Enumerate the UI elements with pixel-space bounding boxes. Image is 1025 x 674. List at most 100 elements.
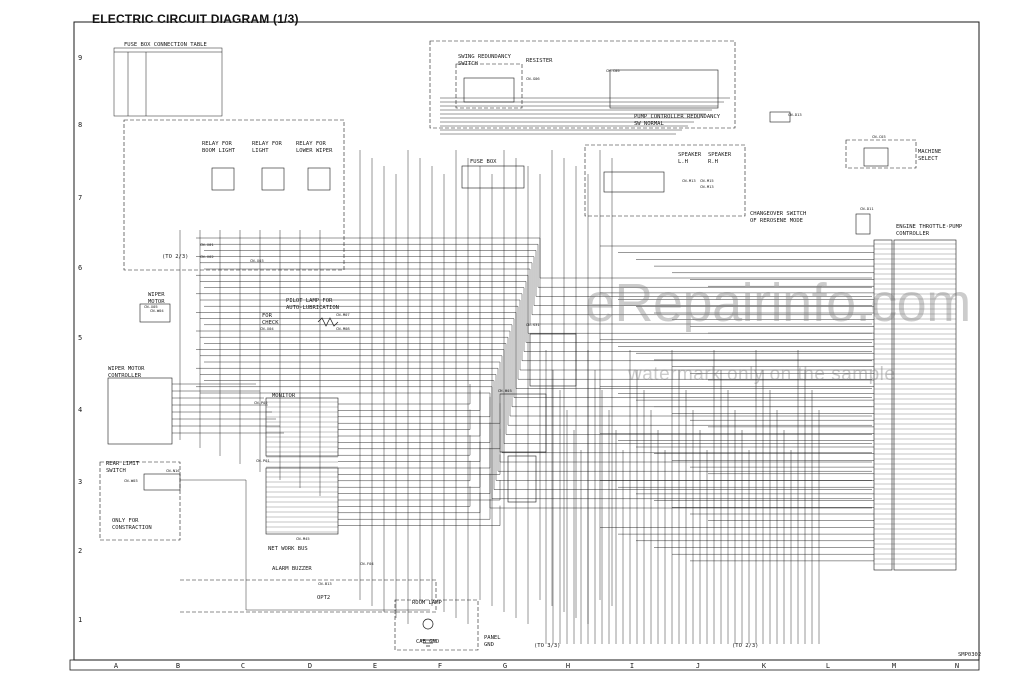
- label-monitor: MONITOR: [272, 393, 296, 399]
- component-block: [499, 393, 547, 453]
- label-pump-ctrl: PUMP CONTROLLER REDUNDANCY: [634, 114, 721, 120]
- wire-bundle: [172, 97, 874, 644]
- connector-tag: CN-X01: [200, 242, 214, 247]
- connector-tag: CN-X04: [260, 326, 274, 331]
- drawing-code: SMP0302: [958, 652, 981, 658]
- grid-col-label: K: [762, 662, 767, 670]
- label-wiper-motor: MOTOR: [148, 299, 165, 305]
- label-relay-light: RELAY FOR: [252, 141, 282, 147]
- connector-tag: CN-X05: [144, 304, 158, 309]
- connector-tag: CN-X02: [200, 254, 214, 259]
- connector-tag: CN-C05: [606, 68, 620, 73]
- grid-row-label: 7: [78, 194, 82, 202]
- component-block: [863, 147, 889, 167]
- grid-row-label: 9: [78, 54, 82, 62]
- connector-tag: CN-B13: [318, 581, 332, 586]
- label-for-check: FOR: [262, 313, 273, 319]
- grid-col-label: F: [438, 662, 442, 670]
- label-engine-ctrl: CONTROLLER: [896, 231, 930, 237]
- room-lamp-symbol: [422, 618, 434, 630]
- grid-col-label: E: [373, 662, 377, 670]
- label-changeover: OF REROSENE MODE: [750, 218, 803, 224]
- connector-tag: CN-C03: [872, 134, 886, 139]
- wiring: [172, 97, 874, 644]
- dashed-regions: [99, 40, 917, 651]
- component-block: [893, 239, 957, 571]
- component-block: [461, 165, 525, 189]
- label-pilot-lamp: AUTO-LUBRICATION: [286, 305, 339, 311]
- label-wiper-ctrl: CONTROLLER: [108, 373, 142, 379]
- connector-tag: CN-M15: [700, 178, 714, 183]
- grid-row-label: 1: [78, 616, 82, 624]
- component-block: [855, 213, 871, 235]
- grid-col-label: G: [503, 662, 507, 670]
- label-panel-gnd: GND: [484, 642, 494, 648]
- pilot-lamp-resistor: [317, 317, 339, 327]
- label-machine-select: MACHINE: [918, 149, 941, 155]
- connector-tag: CN-M45: [296, 536, 310, 541]
- connector-tag: CN-M07: [336, 312, 350, 317]
- connector-tag: CN-G06: [526, 76, 540, 81]
- grid-col-label: J: [696, 662, 700, 670]
- label-cab-gnd: CAB GND: [416, 639, 439, 645]
- connector-tag: CN-P02: [254, 400, 268, 405]
- label-opt2: OPT2: [317, 595, 330, 601]
- connector-tag: CN-M13: [700, 184, 714, 189]
- connector-tag: CN-H03: [498, 388, 512, 393]
- component-block: [873, 239, 893, 571]
- label-changeover: CHANGEOVER SWITCH: [750, 211, 806, 217]
- label-pump-ctrl: SW NORMAL: [634, 121, 664, 127]
- connector-tag: CN-S31: [526, 322, 540, 327]
- grid-row-label: 3: [78, 478, 82, 486]
- connector-tag: CN-F04: [360, 561, 374, 566]
- label-fuse-box: FUSE BOX: [470, 159, 497, 165]
- grid-col-label: I: [630, 662, 634, 670]
- label-fuse-table: FUSE BOX CONNECTION TABLE: [124, 42, 207, 48]
- component-block: [507, 455, 537, 503]
- label-relay-boom: RELAY FOR: [202, 141, 232, 147]
- grid-col-label: D: [308, 662, 312, 670]
- label-resister: RESISTER: [526, 58, 553, 64]
- grid-col-label: N: [955, 662, 959, 670]
- component-block: [463, 77, 515, 103]
- label-relay-boom: BOOM LIGHT: [202, 148, 236, 154]
- connector-tag: CN-W03: [124, 478, 138, 483]
- component-block: [139, 303, 171, 323]
- label-speaker-r: R.H: [708, 159, 718, 165]
- component-block: [769, 111, 791, 123]
- connector-tag: CN-P01: [256, 458, 270, 463]
- label-relay-light: LIGHT: [252, 148, 269, 154]
- label-network-bus: NET WORK BUS: [268, 546, 308, 552]
- grid-row-label: 5: [78, 334, 82, 342]
- label-alarm-buzzer: ALARM BUZZER: [272, 566, 312, 572]
- component-block: [107, 377, 173, 445]
- component-blocks: [107, 69, 957, 647]
- component-block: [307, 167, 331, 191]
- component-block: [609, 69, 719, 109]
- ground-symbol: [420, 639, 436, 647]
- label-engine-ctrl: ENGINE THROTTLE·PUMP: [896, 224, 963, 230]
- label-to-2-3-left: (TO 2/3): [162, 254, 189, 260]
- label-machine-select: SELECT: [918, 156, 939, 162]
- label-only-for: ONLY FOR: [112, 518, 139, 524]
- grid-row-label: 2: [78, 547, 82, 555]
- label-room-lamp: ROOM LAMP: [412, 600, 442, 606]
- label-to-3-3: (TO 3/3): [534, 643, 561, 649]
- connector-tag: CN-M13: [682, 178, 696, 183]
- connector-tag: CN-D13: [788, 112, 802, 117]
- label-speaker-r: SPEAKER: [708, 152, 732, 158]
- component-block: [603, 171, 665, 193]
- grid-col-label: C: [241, 662, 245, 670]
- label-wiper-ctrl: WIPER MOTOR: [108, 366, 145, 372]
- label-panel-gnd: PANEL: [484, 635, 501, 641]
- grid-col-label: H: [566, 662, 570, 670]
- diagram-labels: FUSE BOX CONNECTION TABLE SWING REDUNDANC…: [106, 42, 963, 649]
- connector-tag: CN-W04: [150, 308, 164, 313]
- connector-tag: CN-M08: [336, 326, 350, 331]
- label-swing: SWING REDUNDANCY: [458, 54, 512, 60]
- grid-col-label: M: [892, 662, 896, 670]
- frame: [73, 21, 980, 661]
